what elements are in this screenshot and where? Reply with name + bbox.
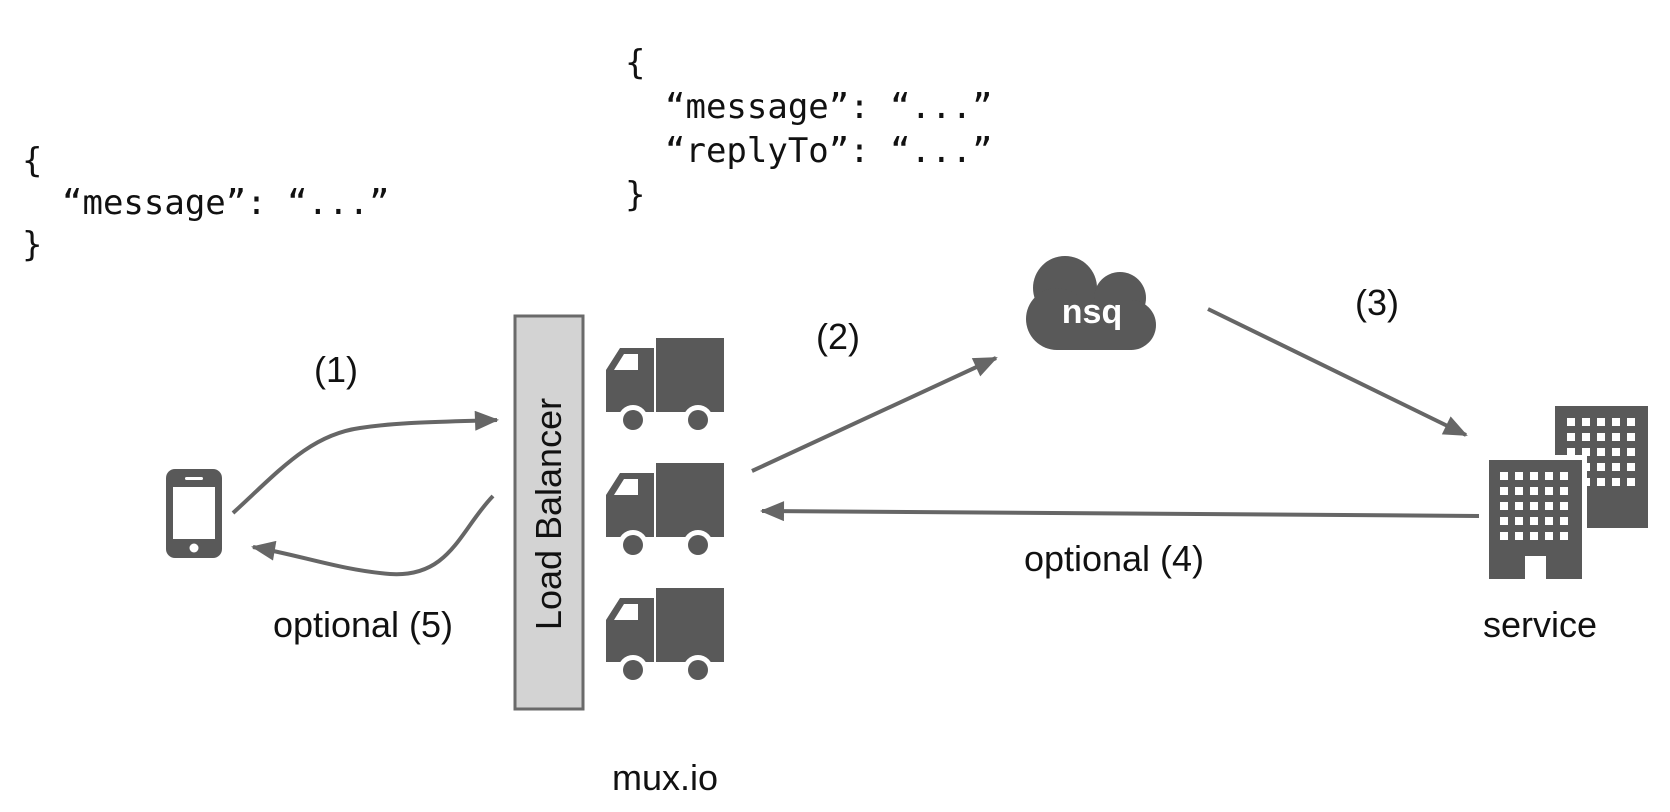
edge-label-step5: optional (5) <box>273 604 453 645</box>
arrow-step2 <box>751 356 998 473</box>
edge-label-step3: (3) <box>1355 282 1399 323</box>
edge-label-step2: (2) <box>816 316 860 357</box>
mux-code-open: { <box>625 43 645 83</box>
nsq-label: nsq <box>1062 293 1122 331</box>
client-code-close: } <box>22 225 42 265</box>
edge-label-step4: optional (4) <box>1024 538 1204 579</box>
arrows <box>231 307 1480 577</box>
mux-trucks <box>606 338 724 685</box>
mux-message-code: { “message”: “...” “replyTo”: “...” } <box>625 43 993 215</box>
client-code-open: { <box>22 141 42 181</box>
arrow-step5 <box>251 494 495 577</box>
mux-code-close: } <box>625 175 645 215</box>
client-code-message-line: “message”: “...” <box>62 183 390 223</box>
mux-code-replyto-line: “replyTo”: “...” <box>665 131 993 171</box>
truck-icon <box>606 338 724 435</box>
cloud-icon: nsq <box>1026 256 1156 350</box>
mux-label: mux.io <box>612 757 718 798</box>
arrow-step1 <box>231 410 499 515</box>
arrow-step4 <box>760 501 1480 522</box>
service-label: service <box>1483 604 1597 645</box>
building-icon <box>1484 406 1648 579</box>
load-balancer: Load Balancer <box>513 314 585 711</box>
smartphone-icon <box>166 469 222 558</box>
client-message-code: { “message”: “...” } <box>22 141 390 265</box>
mux-code-message-line: “message”: “...” <box>665 87 993 127</box>
load-balancer-label: Load Balancer <box>528 398 569 630</box>
edge-label-step1: (1) <box>314 349 358 390</box>
truck-icon <box>606 463 724 560</box>
truck-icon <box>606 588 724 685</box>
arrow-step3 <box>1207 307 1468 437</box>
